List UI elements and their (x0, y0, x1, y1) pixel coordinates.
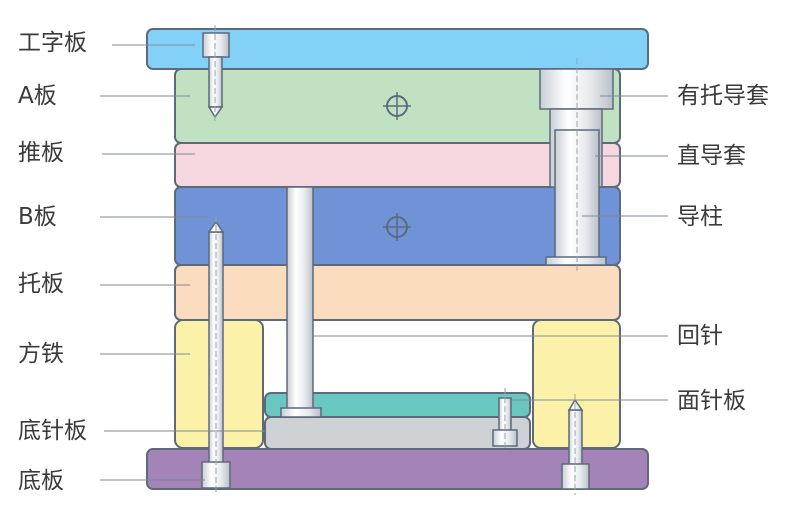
label-guide-pillar: 导柱 (677, 204, 723, 230)
label-ejector-retainer-plate: 面针板 (677, 388, 746, 414)
a-plate-hole-marker (383, 92, 411, 120)
label-spacer-block: 方铁 (18, 341, 64, 367)
b-plate-hole-marker (383, 213, 411, 241)
label-bottom-plate: 底板 (18, 468, 64, 494)
label-support-plate: 托板 (18, 271, 64, 297)
support-plate (174, 264, 621, 321)
label-a-plate: A板 (18, 83, 57, 109)
label-shouldered-bushing: 有托导套 (677, 83, 769, 109)
clamp-screw-head (202, 32, 230, 58)
guide-pillar-head (545, 256, 607, 266)
label-clamp-plate: 工字板 (18, 30, 87, 56)
bottom-plate (146, 448, 649, 490)
return-pin-head (280, 407, 322, 418)
return-pin (286, 186, 314, 413)
long-screw-head (201, 461, 231, 489)
label-straight-bushing: 直导套 (677, 143, 746, 169)
label-stripper-plate: 推板 (18, 140, 64, 166)
label-b-plate: B板 (18, 204, 57, 230)
label-ejector-bottom-plate: 底针板 (18, 418, 87, 444)
ejector-bottom-plate (264, 416, 531, 450)
label-return-pin: 回针 (677, 323, 723, 349)
